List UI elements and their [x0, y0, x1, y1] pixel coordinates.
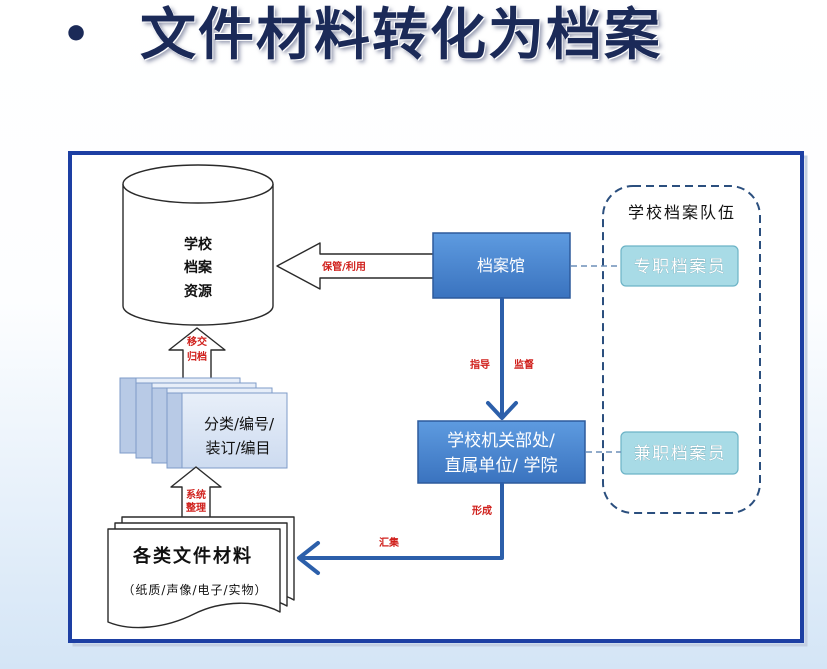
title-bullet: • — [62, 9, 91, 60]
archive-resource-cylinder — [122, 164, 274, 326]
cylinder-body — [122, 184, 274, 326]
archives-office-label: 档案馆 — [477, 256, 525, 275]
processing-card-spine — [151, 387, 168, 464]
archive-team-frame — [602, 185, 761, 514]
slide-title: 文件材料转化为档案 — [140, 3, 662, 68]
archive-resource-label: 档案 — [184, 259, 213, 276]
form-collect-arrowhead — [297, 541, 320, 575]
guide-supervise-arrowhead — [486, 401, 518, 420]
processing-card-spine — [166, 392, 183, 469]
supervise-label: 监督 — [514, 358, 534, 371]
keep-use-label: 保管/利用 — [321, 260, 366, 273]
cylinder-top — [122, 164, 274, 204]
part-time-archivist-label: 兼职档案员 — [634, 444, 727, 464]
archive-resource-label: 学校 — [184, 236, 213, 253]
full-time-archivist-label: 专职档案员 — [634, 257, 727, 277]
materials-title: 各类文件材料 — [132, 545, 253, 567]
transfer-label: 归档 — [187, 350, 207, 363]
archive-resource-label: 资源 — [184, 283, 212, 300]
processing-card-spine — [135, 382, 153, 459]
archive-team-title: 学校档案队伍 — [628, 203, 736, 222]
collect-label: 汇集 — [379, 536, 400, 549]
organize-label: 整理 — [185, 501, 206, 514]
transfer-label: 移交 — [187, 335, 207, 348]
processing-label: 装订/编目 — [205, 439, 270, 457]
materials-document-stack — [107, 516, 295, 629]
document-page-front — [107, 528, 281, 629]
organize-label: 系统 — [186, 488, 206, 501]
part-time-archivist-box — [620, 431, 739, 475]
archives-office-box — [432, 232, 571, 299]
processing-label: 分类/编号/ — [204, 415, 275, 433]
school-units-label: 学校机关部处/ — [447, 431, 555, 451]
processing-card-spine — [119, 377, 137, 454]
school-units-label: 直属单位/ 学院 — [444, 456, 557, 476]
full-time-archivist-box — [620, 245, 739, 287]
form-label: 形成 — [472, 504, 492, 517]
processing-card-stack — [119, 377, 288, 469]
guide-label: 指导 — [470, 358, 490, 371]
form-collect-connector — [298, 482, 504, 560]
materials-types: （纸质/声像/电子/实物） — [122, 582, 267, 597]
